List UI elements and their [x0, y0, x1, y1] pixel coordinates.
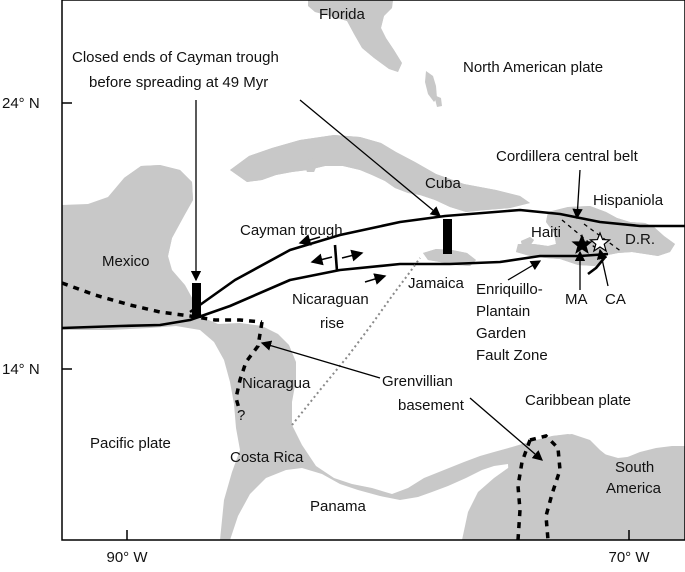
star-outline-icon: [588, 231, 612, 253]
label-cuba: Cuba: [425, 175, 462, 192]
label-efz-3: Garden: [476, 325, 526, 342]
bahamas-island-top: [425, 71, 437, 102]
grenvillian-dash-north: [61, 281, 263, 324]
arrow-ca: [596, 248, 609, 287]
star-filled-icon: [571, 233, 593, 254]
label-caribbean-plate: Caribbean plate: [525, 392, 631, 409]
axis-label-24n: 24° N: [2, 95, 40, 112]
map-frame: [61, 0, 685, 541]
axis-label-90w: 90° W: [106, 549, 148, 566]
map-labels: Florida North American plate Closed ends…: [72, 6, 664, 515]
arrow-south-right: [364, 273, 387, 285]
label-mexico: Mexico: [102, 253, 150, 270]
label-pacific-plate: Pacific plate: [90, 435, 171, 452]
axis-label-70w: 70° W: [608, 549, 650, 566]
ocean-caribbean: [300, 294, 685, 482]
label-efz-2: Plantain: [476, 303, 530, 320]
label-hispaniola: Hispaniola: [593, 192, 664, 209]
label-grenvillian-1: Grenvillian: [382, 373, 453, 390]
label-haiti: Haiti: [531, 224, 561, 241]
florida-landmass-top: [308, 0, 402, 72]
arrow-cordillera: [572, 169, 583, 220]
arrow-cayman-left: [298, 234, 321, 246]
label-panama: Panama: [310, 498, 367, 515]
north-plate-boundary: [189, 208, 685, 314]
ocean-pacific-cut: [230, 464, 512, 540]
arrow-efz: [507, 260, 542, 281]
hispaniola-landmass-top: [516, 206, 675, 266]
motion-arrows: [298, 234, 387, 285]
label-jamaica: Jamaica: [408, 275, 465, 292]
arrow-grenvillian-se: [469, 397, 543, 461]
annotation-arrows: [190, 99, 609, 461]
closed-end-bar-east: [443, 219, 452, 254]
label-efz-4: Fault Zone: [476, 347, 548, 364]
south-america-landmass: [462, 434, 685, 540]
label-north-american-plate: North American plate: [463, 59, 603, 76]
arrow-rise-right: [341, 249, 364, 262]
ocean-gulf: [62, 0, 685, 218]
bahamas-island-small-top: [434, 95, 442, 107]
arrow-grenvillian-nw: [260, 340, 381, 379]
arrow-rise-left: [310, 253, 333, 266]
label-costa-rica: Costa Rica: [230, 449, 304, 466]
label-south: South: [615, 459, 654, 476]
label-nicaraguan-1: Nicaraguan: [292, 291, 369, 308]
axis-ticks: [62, 102, 630, 540]
label-nicaraguan-2: rise: [320, 315, 344, 332]
jamaica-landmass-top: [423, 249, 476, 266]
label-ma: MA: [565, 291, 588, 308]
label-ca: CA: [605, 291, 626, 308]
grenvillian-boundaries: [61, 281, 562, 541]
label-cordillera: Cordillera central belt: [496, 148, 639, 165]
arrow-closed-ends-east: [299, 99, 442, 217]
closed-end-bars: [192, 219, 452, 318]
nicaraguan-rise-segment: [333, 244, 339, 272]
grenvillian-dash-sa-right: [529, 434, 562, 541]
ocean-pacific-west: [62, 326, 240, 540]
label-closed-ends-2: before spreading at 49 Myr: [89, 74, 268, 91]
label-question-mark: ?: [237, 407, 245, 424]
label-grenvillian-2: basement: [398, 397, 465, 414]
label-nicaragua: Nicaragua: [242, 375, 311, 392]
gonave-island-top: [521, 237, 534, 246]
grenvillian-dash-sa-left: [516, 439, 532, 541]
grenvillian-dash-central: [234, 321, 264, 413]
label-dr: D.R.: [625, 231, 655, 248]
label-closed-ends-1: Closed ends of Cayman trough: [72, 49, 279, 66]
yucatan-landmass: [112, 165, 193, 262]
label-america: America: [606, 480, 662, 497]
axis-label-14n: 14° N: [2, 361, 40, 378]
label-efz-1: Enriquillo-: [476, 281, 543, 298]
closed-end-bar-west: [192, 283, 201, 318]
label-florida: Florida: [319, 6, 366, 23]
small-island-a: [307, 158, 318, 166]
landmasses: [62, 0, 685, 540]
south-plate-boundary: [61, 252, 609, 330]
stars: [571, 231, 612, 254]
cuba-landmass-top: [230, 135, 530, 212]
label-cayman-trough: Cayman trough: [240, 222, 343, 239]
